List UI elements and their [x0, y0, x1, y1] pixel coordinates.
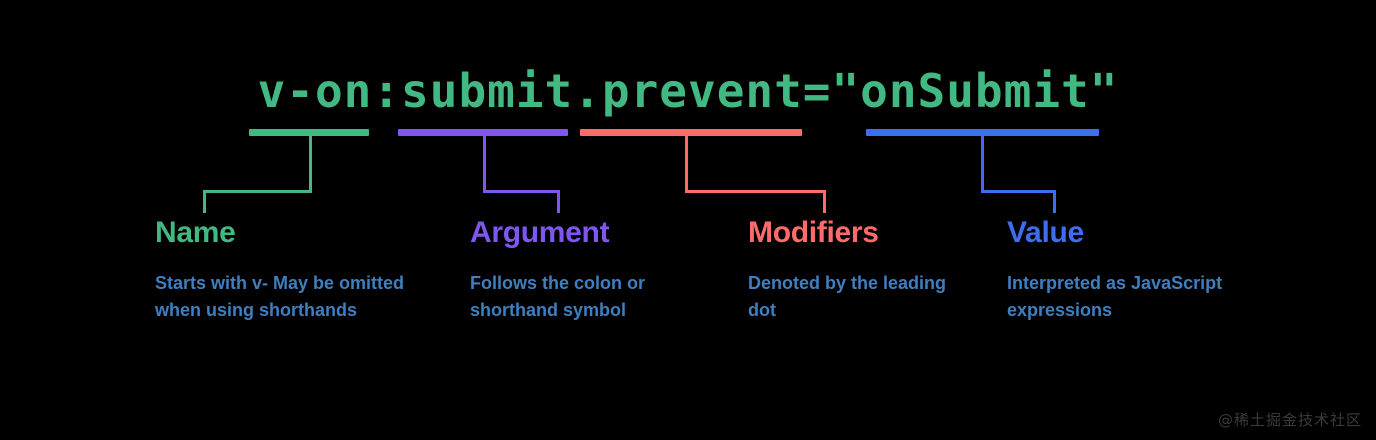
connector-stub-name — [203, 190, 206, 213]
connector-run-value — [981, 190, 1056, 193]
segment-heading-name: Name — [155, 216, 236, 249]
connector-run-modifiers — [685, 190, 826, 193]
connector-drop-value — [981, 136, 984, 190]
page-title: v-on:submit.prevent="onSubmit" — [257, 64, 1119, 118]
connector-drop-name — [309, 136, 312, 190]
connector-drop-modifiers — [685, 136, 688, 190]
connector-run-argument — [483, 190, 560, 193]
segment-description-modifiers: Denoted by the leading dot — [748, 273, 947, 320]
segment-bar-name — [249, 129, 369, 136]
segment-bar-argument — [398, 129, 568, 136]
connector-stub-value — [1053, 190, 1056, 213]
segment-heading-argument: Argument — [470, 216, 610, 249]
connector-run-name — [203, 190, 312, 193]
segment-description-argument: Follows the colon or shorthand symbol — [470, 273, 645, 320]
segment-bar-modifiers — [580, 129, 802, 136]
connector-stub-argument — [557, 190, 560, 213]
segment-description-value: Interpreted as JavaScript expressions — [1007, 273, 1223, 320]
segment-bar-value — [866, 129, 1099, 136]
segment-description-name: Starts with v- May be omitted when using… — [155, 273, 405, 320]
segment-heading-modifiers: Modifiers — [748, 216, 879, 249]
connector-stub-modifiers — [823, 190, 826, 213]
watermark: @稀土掘金技术社区 — [1217, 411, 1362, 429]
connector-drop-argument — [483, 136, 486, 190]
segment-heading-value: Value — [1007, 216, 1084, 249]
